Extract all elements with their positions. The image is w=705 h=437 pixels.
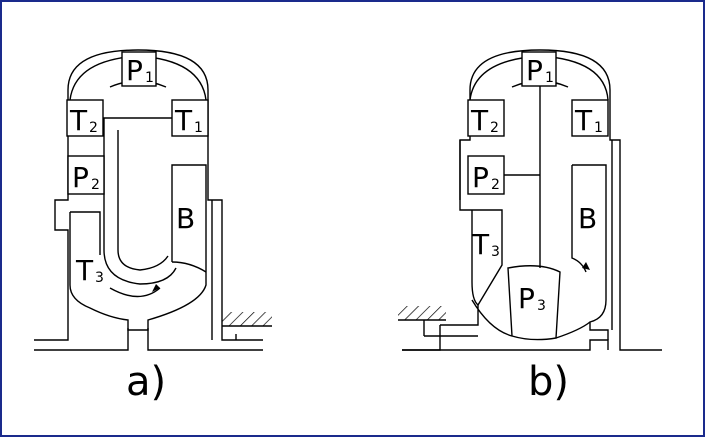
panel-a-p1-label: P [126, 54, 143, 87]
panel-b-p3-label: P [518, 282, 535, 315]
panel-b: P 1 T 2 T 1 P 2 B T 3 P 3 b) [398, 49, 662, 405]
panel-b-t2-box [467, 99, 505, 137]
panel-b-b-label: B [578, 202, 597, 235]
panel-b-ground-hatch [398, 306, 446, 320]
panel-a-u-tube [103, 118, 177, 285]
panel-b-caption: b) [528, 359, 569, 405]
panel-a-ground-hatch [222, 312, 272, 326]
svg-text:1: 1 [545, 70, 554, 86]
panel-a-b-label: B [176, 202, 195, 235]
svg-text:2: 2 [490, 120, 499, 136]
panel-a-body-outline [34, 49, 263, 341]
panel-a-t3-label: T [75, 254, 94, 287]
svg-text:2: 2 [91, 177, 100, 193]
panel-b-p2-box [467, 155, 505, 195]
panel-b-p2-label: P [472, 161, 489, 194]
svg-text:1: 1 [594, 120, 603, 136]
panel-a-p2-label: P [72, 161, 89, 194]
svg-text:2: 2 [89, 120, 98, 136]
panel-b-t3-label: T [471, 228, 490, 261]
panel-a: P 1 T 2 T 1 P 2 B T 3 a) [34, 49, 272, 405]
svg-text:3: 3 [537, 298, 546, 314]
panel-a-caption: a) [126, 359, 166, 405]
svg-text:3: 3 [491, 244, 500, 260]
svg-text:1: 1 [145, 70, 154, 86]
panel-a-t2-label: T [69, 104, 88, 137]
panel-a-t1-box [171, 99, 209, 137]
panel-a-t2-box [66, 99, 104, 137]
panel-a-p2-box [67, 155, 105, 195]
svg-text:3: 3 [95, 270, 104, 286]
panel-b-p1-label: P [526, 54, 543, 87]
panel-a-t1-label: T [174, 104, 193, 137]
svg-text:2: 2 [491, 177, 500, 193]
panel-a-p1-box [121, 51, 157, 87]
svg-text:1: 1 [194, 120, 203, 136]
panel-b-p1-box [521, 51, 557, 87]
panel-a-flow-arrow [109, 287, 161, 298]
panel-b-t1-label: T [574, 104, 593, 137]
panel-b-t2-label: T [470, 104, 489, 137]
panel-b-t1-box [571, 99, 609, 137]
